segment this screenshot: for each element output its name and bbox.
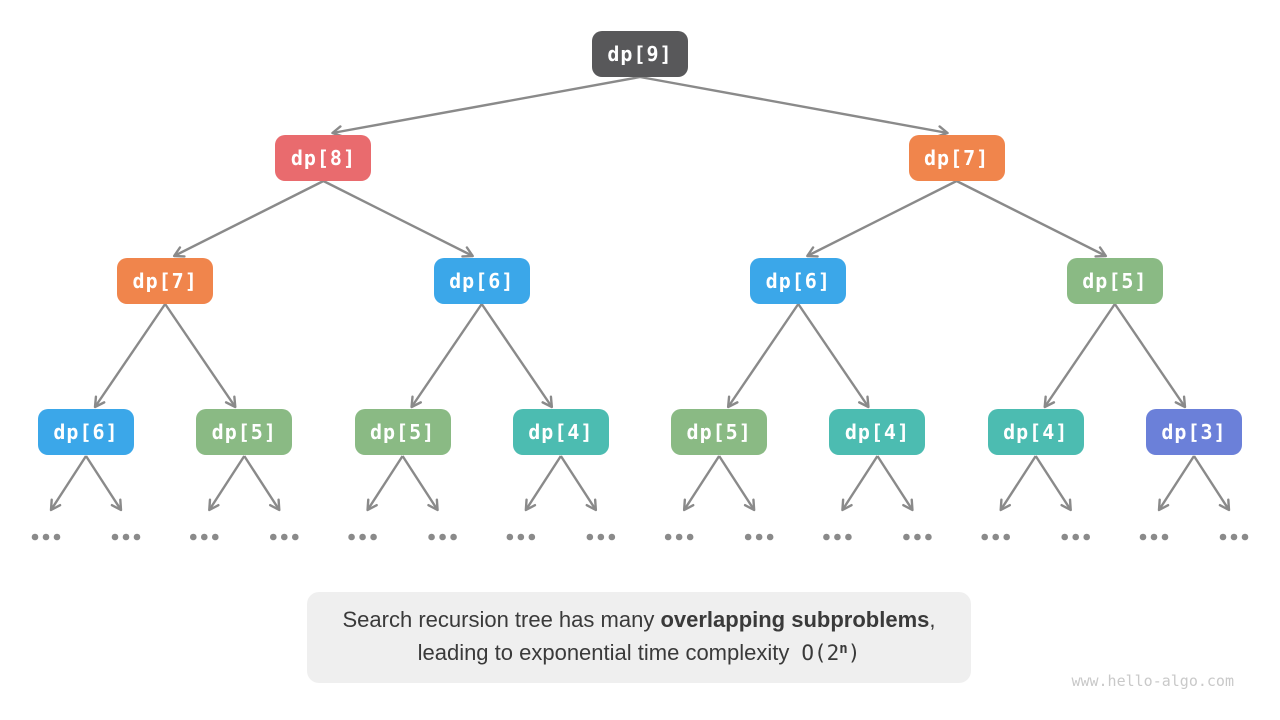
ellipsis-leaf bbox=[744, 533, 774, 541]
tree-node-dp-4: dp[4] bbox=[829, 409, 926, 455]
ellipsis-leaf bbox=[903, 533, 932, 541]
edge-arrow-to-ellipsis bbox=[1157, 455, 1196, 512]
ellipsis-leaf bbox=[823, 533, 852, 541]
edge-arrow bbox=[410, 303, 483, 409]
tree-node-dp-6: dp[6] bbox=[433, 258, 530, 304]
ellipsis-leaf bbox=[981, 533, 1011, 541]
edge-arrow-to-ellipsis bbox=[1192, 455, 1231, 512]
edge-arrow bbox=[806, 179, 958, 258]
ellipsis-leaf bbox=[189, 533, 219, 541]
caption-box: Search recursion tree has many overlappi… bbox=[307, 592, 971, 683]
ellipsis-leaf bbox=[1219, 533, 1249, 541]
edge-arrow-to-ellipsis bbox=[841, 455, 879, 512]
ellipsis-leaf bbox=[1061, 533, 1091, 541]
tree-node-dp-5: dp[5] bbox=[671, 409, 768, 455]
edge-arrow bbox=[1043, 303, 1116, 409]
edge-arrow-to-ellipsis bbox=[366, 455, 404, 512]
tree-node-dp-4: dp[4] bbox=[987, 409, 1084, 455]
complexity-close: ) bbox=[847, 640, 861, 665]
caption-text: Search recursion tree has many bbox=[342, 606, 661, 632]
tree-node-dp-3: dp[3] bbox=[1145, 409, 1242, 455]
edge-arrow-to-ellipsis bbox=[524, 455, 562, 512]
tree-node-dp-6: dp[6] bbox=[38, 409, 134, 455]
edge-arrow bbox=[1113, 303, 1187, 409]
ellipsis-leaf bbox=[348, 533, 377, 541]
edge-arrow-to-ellipsis bbox=[243, 455, 281, 512]
edge-arrow bbox=[726, 303, 800, 409]
complexity-base: O(2 bbox=[801, 640, 840, 665]
caption-line-2: leading to exponential time complexity O(… bbox=[418, 636, 861, 673]
edge-arrow-to-ellipsis bbox=[49, 455, 88, 512]
edge-arrow-to-ellipsis bbox=[84, 455, 123, 512]
ellipsis-leaf bbox=[31, 533, 61, 541]
tree-node-dp-5: dp[5] bbox=[1066, 258, 1163, 304]
complexity-exponent: n bbox=[839, 640, 848, 657]
caption-text-2: leading to exponential time complexity bbox=[417, 639, 790, 665]
edge-arrow-to-ellipsis bbox=[876, 455, 914, 512]
tree-node-dp-8: dp[8] bbox=[275, 135, 372, 181]
edge-arrow bbox=[93, 303, 167, 409]
edge-arrow-to-ellipsis bbox=[559, 455, 598, 512]
ellipsis-leaf bbox=[586, 533, 616, 541]
edge-arrow bbox=[480, 303, 554, 409]
tree-node-dp-4: dp[4] bbox=[512, 409, 609, 455]
tree-node-dp-7: dp[7] bbox=[117, 258, 214, 304]
edge-arrow-to-ellipsis bbox=[999, 455, 1037, 512]
ellipsis-leaf bbox=[1139, 533, 1169, 541]
caption-line-1: Search recursion tree has many overlappi… bbox=[343, 603, 936, 636]
edge-arrow bbox=[639, 75, 949, 138]
edge-arrow-to-ellipsis bbox=[208, 455, 246, 512]
watermark: www.hello-algo.com bbox=[1071, 672, 1234, 690]
ellipsis-leaf bbox=[506, 533, 536, 541]
caption-bold-text: overlapping subproblems bbox=[660, 606, 930, 632]
edge-arrow-to-ellipsis bbox=[682, 455, 721, 512]
edge-arrow-to-ellipsis bbox=[401, 455, 439, 512]
tree-node-dp-9: dp[9] bbox=[591, 31, 688, 77]
tree-node-dp-5: dp[5] bbox=[354, 409, 451, 455]
edge-arrow bbox=[172, 179, 324, 258]
tree-node-dp-5: dp[5] bbox=[196, 409, 293, 455]
edge-arrow bbox=[322, 179, 474, 258]
edge-arrow-to-ellipsis bbox=[1034, 455, 1072, 512]
edge-arrow-to-ellipsis bbox=[718, 455, 756, 512]
ellipsis-leaf bbox=[428, 533, 457, 541]
tree-node-dp-7: dp[7] bbox=[908, 135, 1005, 181]
edge-arrow bbox=[956, 179, 1108, 258]
ellipsis-leaf bbox=[269, 533, 299, 541]
tree-node-dp-6: dp[6] bbox=[750, 258, 847, 304]
edge-arrow bbox=[797, 303, 870, 409]
edge-arrow bbox=[164, 303, 237, 409]
caption-comma: , bbox=[929, 606, 936, 632]
ellipsis-leaf bbox=[664, 533, 694, 541]
ellipsis-leaf bbox=[111, 533, 141, 541]
edge-arrow bbox=[331, 75, 641, 138]
